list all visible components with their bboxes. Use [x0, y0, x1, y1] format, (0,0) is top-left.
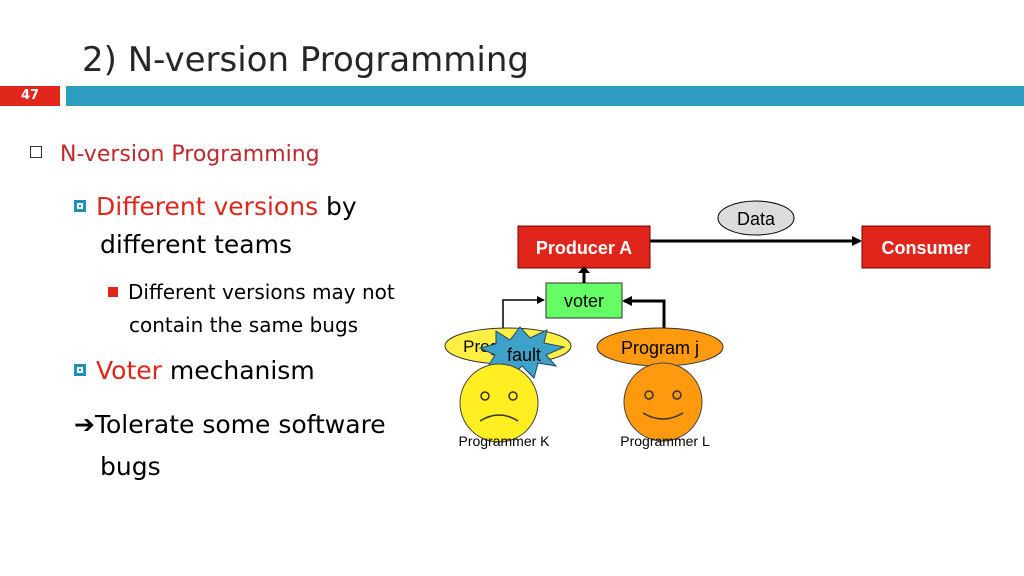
programmer-k-label: Programmer K	[458, 433, 550, 449]
bullet-same-bugs: Different versions may not contain the s…	[108, 276, 468, 342]
bullet-text: by	[318, 192, 357, 221]
bullet-text: mechanism	[161, 356, 315, 385]
bullet-level1-text: N-version Programming	[60, 142, 320, 167]
title-bar	[66, 86, 1024, 106]
square-bullet-icon	[74, 364, 86, 376]
producer-label: Producer A	[536, 238, 632, 258]
right-arrow-icon: ➔	[74, 410, 95, 439]
bullet-text-line2: contain the same bugs	[129, 313, 359, 337]
data-label: Data	[737, 209, 776, 229]
fault-label: fault	[507, 345, 541, 365]
data-ellipse	[717, 200, 795, 236]
filled-square-bullet-icon	[108, 287, 118, 297]
hollow-square-bullet-icon	[30, 146, 42, 158]
sad-face-icon	[459, 363, 539, 443]
voter-box	[545, 282, 623, 319]
voter-label: voter	[564, 291, 604, 311]
bullet-red-text: Voter	[96, 356, 162, 385]
bullet-text: Tolerate some software	[94, 410, 386, 439]
square-bullet-icon	[74, 200, 86, 212]
program-j-to-voter-arrow	[622, 296, 666, 330]
bullet-red-text: Different versions	[96, 192, 319, 221]
slide-title: 2) N-version Programming	[82, 40, 529, 80]
programmer-l-label: Programmer L	[620, 433, 710, 449]
program-i-to-voter-arrow	[502, 296, 545, 333]
voter-to-producer-arrowhead	[578, 266, 590, 273]
bullet-level1: N-version Programming	[30, 142, 450, 167]
bullet-voter-mechanism: Voter mechanism	[74, 352, 474, 390]
happy-face-icon	[623, 362, 703, 442]
consumer-label: Consumer	[881, 238, 970, 258]
consumer-box	[861, 225, 991, 269]
fault-starburst	[478, 326, 566, 380]
bullet-text: Different versions may not	[128, 280, 395, 304]
producer-box	[517, 225, 651, 269]
program-j-label: Program j	[621, 338, 699, 358]
bullet-different-versions: Different versions by different teams	[74, 188, 474, 264]
bullet-text-line2: different teams	[100, 230, 293, 259]
bullet-tolerate: ➔Tolerate some software bugs	[74, 404, 474, 488]
bullet-text-line2: bugs	[100, 452, 161, 481]
slide-number: 47	[0, 86, 60, 106]
